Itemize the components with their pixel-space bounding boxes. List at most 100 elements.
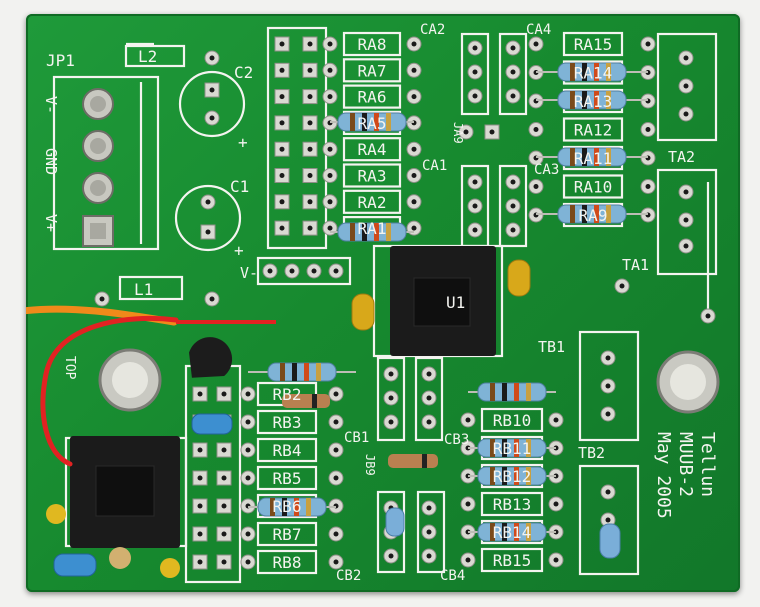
tb2-outline [578, 464, 640, 576]
ra-right-label-ra14: RA14 [574, 64, 613, 83]
ra-right-label-box [562, 174, 624, 199]
l1-outline [118, 275, 184, 301]
resistor-ra14 [536, 62, 648, 82]
ra-left-label-ra8: RA8 [358, 35, 387, 54]
ra-left-label-box [342, 84, 402, 109]
top-ic-socket [70, 436, 180, 548]
l2-label: L2 [138, 47, 157, 66]
pcb-artwork: JP1 L2 L1 C2 C1 + + V- GND V+ V- U1 TOP … [26, 22, 720, 584]
power-terminal-outline [52, 75, 160, 251]
rb-left-label-rb4: RB4 [273, 441, 302, 460]
resistor-rb11 [468, 382, 556, 402]
resistor-ra13 [536, 90, 648, 110]
ra-right-label-ra13: RA13 [574, 92, 613, 111]
ra-right-label-ra10: RA10 [574, 178, 613, 197]
power-terminal-screws [82, 88, 114, 247]
resistor-rb12 [468, 438, 556, 458]
ra-left-label-box [342, 31, 402, 57]
ra-left-label-ra1: RA1 [358, 219, 387, 238]
cb2-label: CB2 [336, 568, 361, 584]
l2-outline [124, 44, 186, 68]
ra-right-label-ra9: RA9 [579, 206, 608, 225]
rb-left-label-rb8: RB8 [273, 553, 302, 572]
board-name-line-2: MUUB-2 [675, 432, 696, 497]
rb-left-label-rb7: RB7 [273, 525, 302, 544]
rb-right-label-box [480, 491, 544, 517]
ra-right-label-box [562, 31, 624, 57]
c2-plus: + [238, 133, 248, 152]
vminus-terminal-label: V- [42, 96, 60, 114]
ra-left-label-ra6: RA6 [358, 88, 387, 107]
ra-left-label-ra4: RA4 [358, 140, 387, 159]
rb-right-label-box [480, 407, 544, 433]
jp1-label: JP1 [46, 51, 75, 70]
jb9-label: JB9 [363, 454, 377, 476]
resistor-ra5 [330, 112, 414, 132]
resistor-rb6 [248, 497, 336, 517]
resistor-rb2 [248, 362, 356, 382]
rb-left-label-box [256, 437, 318, 463]
resistor-ra11 [536, 147, 648, 167]
resistors [248, 62, 648, 542]
ra-left-label-ra2: RA2 [358, 193, 387, 212]
u1-ic-socket [390, 246, 496, 356]
ra-header-outline [266, 26, 328, 250]
rb-right-label-rb10: RB10 [493, 411, 532, 430]
diodes [282, 394, 438, 468]
mounting-hole-left [98, 348, 162, 412]
board-name-line-1: Tellun [697, 432, 718, 497]
red-wire [40, 315, 179, 467]
resistor-rb15-body [468, 522, 556, 542]
rb-left-label-rb3: RB3 [273, 413, 302, 432]
rb-left-label-box [256, 521, 318, 547]
c1-plus: + [234, 241, 244, 260]
ca4-label: CA4 [526, 22, 551, 38]
ra-right-label-ra12: RA12 [574, 121, 613, 140]
vplus-label: V+ [42, 214, 60, 232]
vminus-row-label: V- [240, 264, 258, 282]
ra-left-label-box [342, 189, 402, 214]
rb-right-label-box [480, 547, 544, 573]
ca3-label: CA3 [534, 162, 559, 178]
ta1-label: TA1 [622, 256, 649, 274]
ra-right-label-box [562, 117, 624, 142]
rb-left-label-rb2: RB2 [273, 385, 302, 404]
rb-right-label-rb14: RB14 [493, 523, 532, 542]
rb-left-label-box [256, 409, 318, 435]
blue-capacitors [53, 413, 621, 577]
ta1-outline [656, 168, 718, 276]
gnd-label: GND [42, 148, 60, 175]
pcb-board: JP1 L2 L1 C2 C1 + + V- GND V+ V- U1 TOP … [26, 14, 740, 592]
tb1-label: TB1 [538, 338, 565, 356]
ja9-label: JA9 [451, 122, 465, 144]
ra-left-label-box [342, 58, 402, 83]
cb1-label: CB1 [344, 430, 369, 446]
rb-left-label-box [256, 465, 318, 491]
u1-label: U1 [446, 293, 465, 312]
rb-right-label-rb11: RB11 [493, 439, 532, 458]
resistor-ra1 [330, 222, 414, 242]
resistor-rb14 [468, 466, 556, 486]
c1-outline [174, 184, 242, 252]
rb-right-label-rb15: RB15 [493, 551, 532, 570]
tb1-outline [578, 330, 640, 442]
cb4-label: CB4 [440, 568, 465, 584]
ca2-label: CA2 [420, 22, 445, 38]
ra-right-label-ra15: RA15 [574, 35, 613, 54]
rb-right-label-rb12: RB12 [493, 467, 532, 486]
tb2-label: TB2 [578, 444, 605, 462]
c2-label: C2 [234, 63, 253, 82]
mounting-hole-right [656, 350, 720, 414]
transistor [189, 337, 233, 378]
ra-left-label-ra5: RA5 [358, 114, 387, 133]
ra-left-label-box [342, 137, 402, 162]
ra-left-label-ra7: RA7 [358, 61, 387, 80]
ra-right-label-ra11: RA11 [574, 149, 613, 168]
tantalum-capacitors [46, 259, 531, 578]
ca1-label: CA1 [422, 158, 447, 174]
l1-label: L1 [134, 280, 153, 299]
top-label: TOP [62, 356, 77, 380]
